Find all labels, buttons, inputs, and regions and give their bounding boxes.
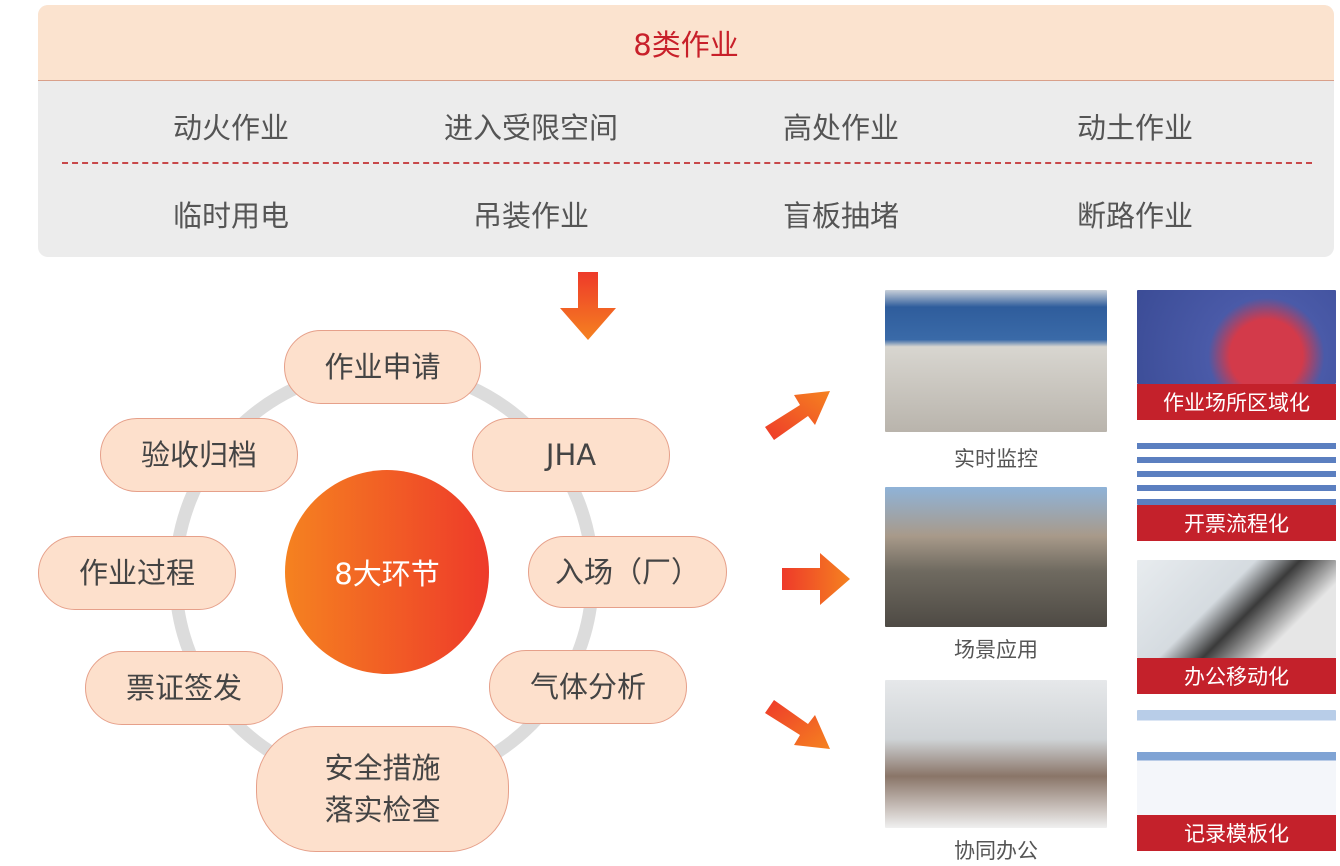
ticket-flow-image [1137, 435, 1336, 505]
work-type: 动火作业 [172, 111, 289, 145]
photo-caption: 场景应用 [954, 638, 1038, 662]
arrow-right-icon [782, 553, 850, 605]
step-pill: 票证签发 [85, 651, 283, 725]
work-type: 吊装作业 [472, 199, 589, 233]
feature-label: 办公移动化 [1137, 658, 1336, 694]
step-pill: 作业过程 [38, 536, 236, 610]
arrow-up-right-icon [765, 391, 830, 440]
work-type: 临时用电 [172, 199, 289, 233]
photo-caption: 协同办公 [954, 839, 1038, 863]
work-type: 盲板抽堵 [782, 199, 899, 233]
work-type: 高处作业 [782, 111, 899, 145]
collaboration-photo [885, 680, 1107, 828]
work-types-title: 8类作业 [38, 5, 1334, 81]
work-types-panel: 8类作业 动火作业 进入受限空间 高处作业 动土作业 临时用电 吊装作业 盲板抽… [38, 5, 1334, 257]
step-pill: 验收归档 [100, 418, 298, 492]
photo-caption: 实时监控 [954, 447, 1038, 471]
scene-photo [885, 487, 1107, 627]
record-template-image [1137, 710, 1336, 815]
step-pill: 作业申请 [284, 330, 481, 404]
step-pill: 气体分析 [489, 650, 687, 724]
work-type: 断路作业 [1076, 199, 1193, 233]
work-type: 进入受限空间 [443, 111, 618, 145]
step-line: 落实检查 [324, 793, 441, 827]
feature-label: 记录模板化 [1137, 815, 1336, 851]
feature-label: 作业场所区域化 [1137, 384, 1336, 420]
arrow-down-right-icon [765, 700, 830, 749]
down-arrow-icon [560, 272, 616, 340]
area-map-image [1137, 290, 1336, 384]
feature-label: 开票流程化 [1137, 505, 1336, 541]
divider [62, 162, 1312, 164]
monitoring-photo [885, 290, 1107, 432]
step-line: 安全措施 [324, 750, 441, 785]
step-pill: 安全措施 落实检查 [256, 726, 509, 852]
cycle-center: 8大环节 [285, 470, 489, 674]
step-pill: JHA [472, 418, 670, 492]
mobile-office-image [1137, 560, 1336, 658]
work-type: 动土作业 [1076, 111, 1193, 145]
step-pill: 入场（厂） [528, 536, 727, 608]
